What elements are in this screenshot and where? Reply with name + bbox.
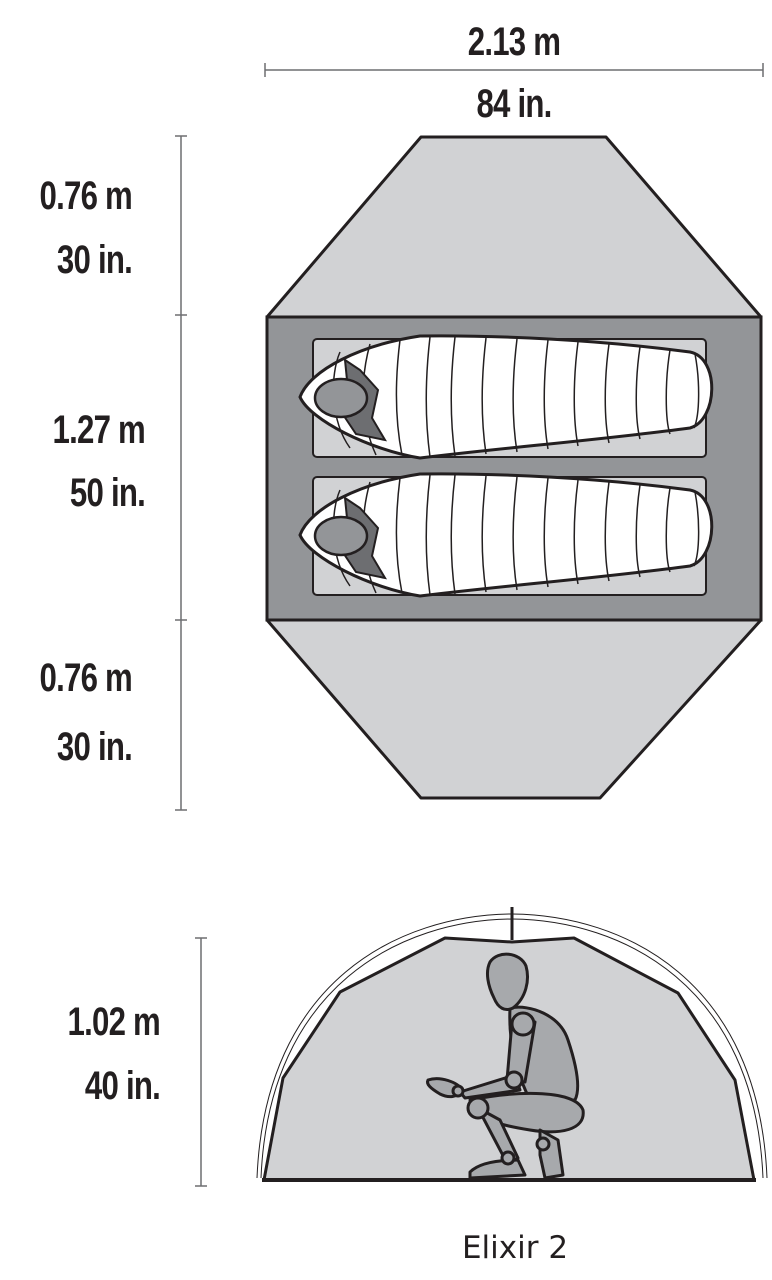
- sleeping-bag-1: [298, 334, 714, 460]
- length-imperial-label: 84 in.: [476, 82, 552, 126]
- crouching-person-figure: [426, 952, 585, 1180]
- rear-vestibule-metric-label: 0.76 m: [39, 656, 133, 700]
- front-vestibule-imperial-label: 30 in.: [56, 238, 133, 282]
- front-vestibule: [265, 135, 763, 319]
- length-measure-line: [264, 63, 764, 77]
- height-measure-line: [195, 937, 207, 1187]
- rear-vestibule: [265, 618, 763, 800]
- floor-width-metric-label: 1.27 m: [52, 408, 146, 452]
- sleeping-bag-2: [298, 472, 714, 598]
- front-vestibule-metric-label: 0.76 m: [39, 174, 133, 218]
- peak-height-imperial-label: 40 in.: [84, 1064, 161, 1108]
- floor-width-imperial-label: 50 in.: [69, 471, 146, 515]
- rear-vestibule-imperial-label: 30 in.: [56, 725, 133, 769]
- model-name-caption: Elixir 2: [461, 1230, 569, 1266]
- peak-height-metric-label: 1.02 m: [67, 1000, 161, 1044]
- width-measure-line: [175, 135, 187, 811]
- length-metric-label: 2.13 m: [467, 20, 561, 64]
